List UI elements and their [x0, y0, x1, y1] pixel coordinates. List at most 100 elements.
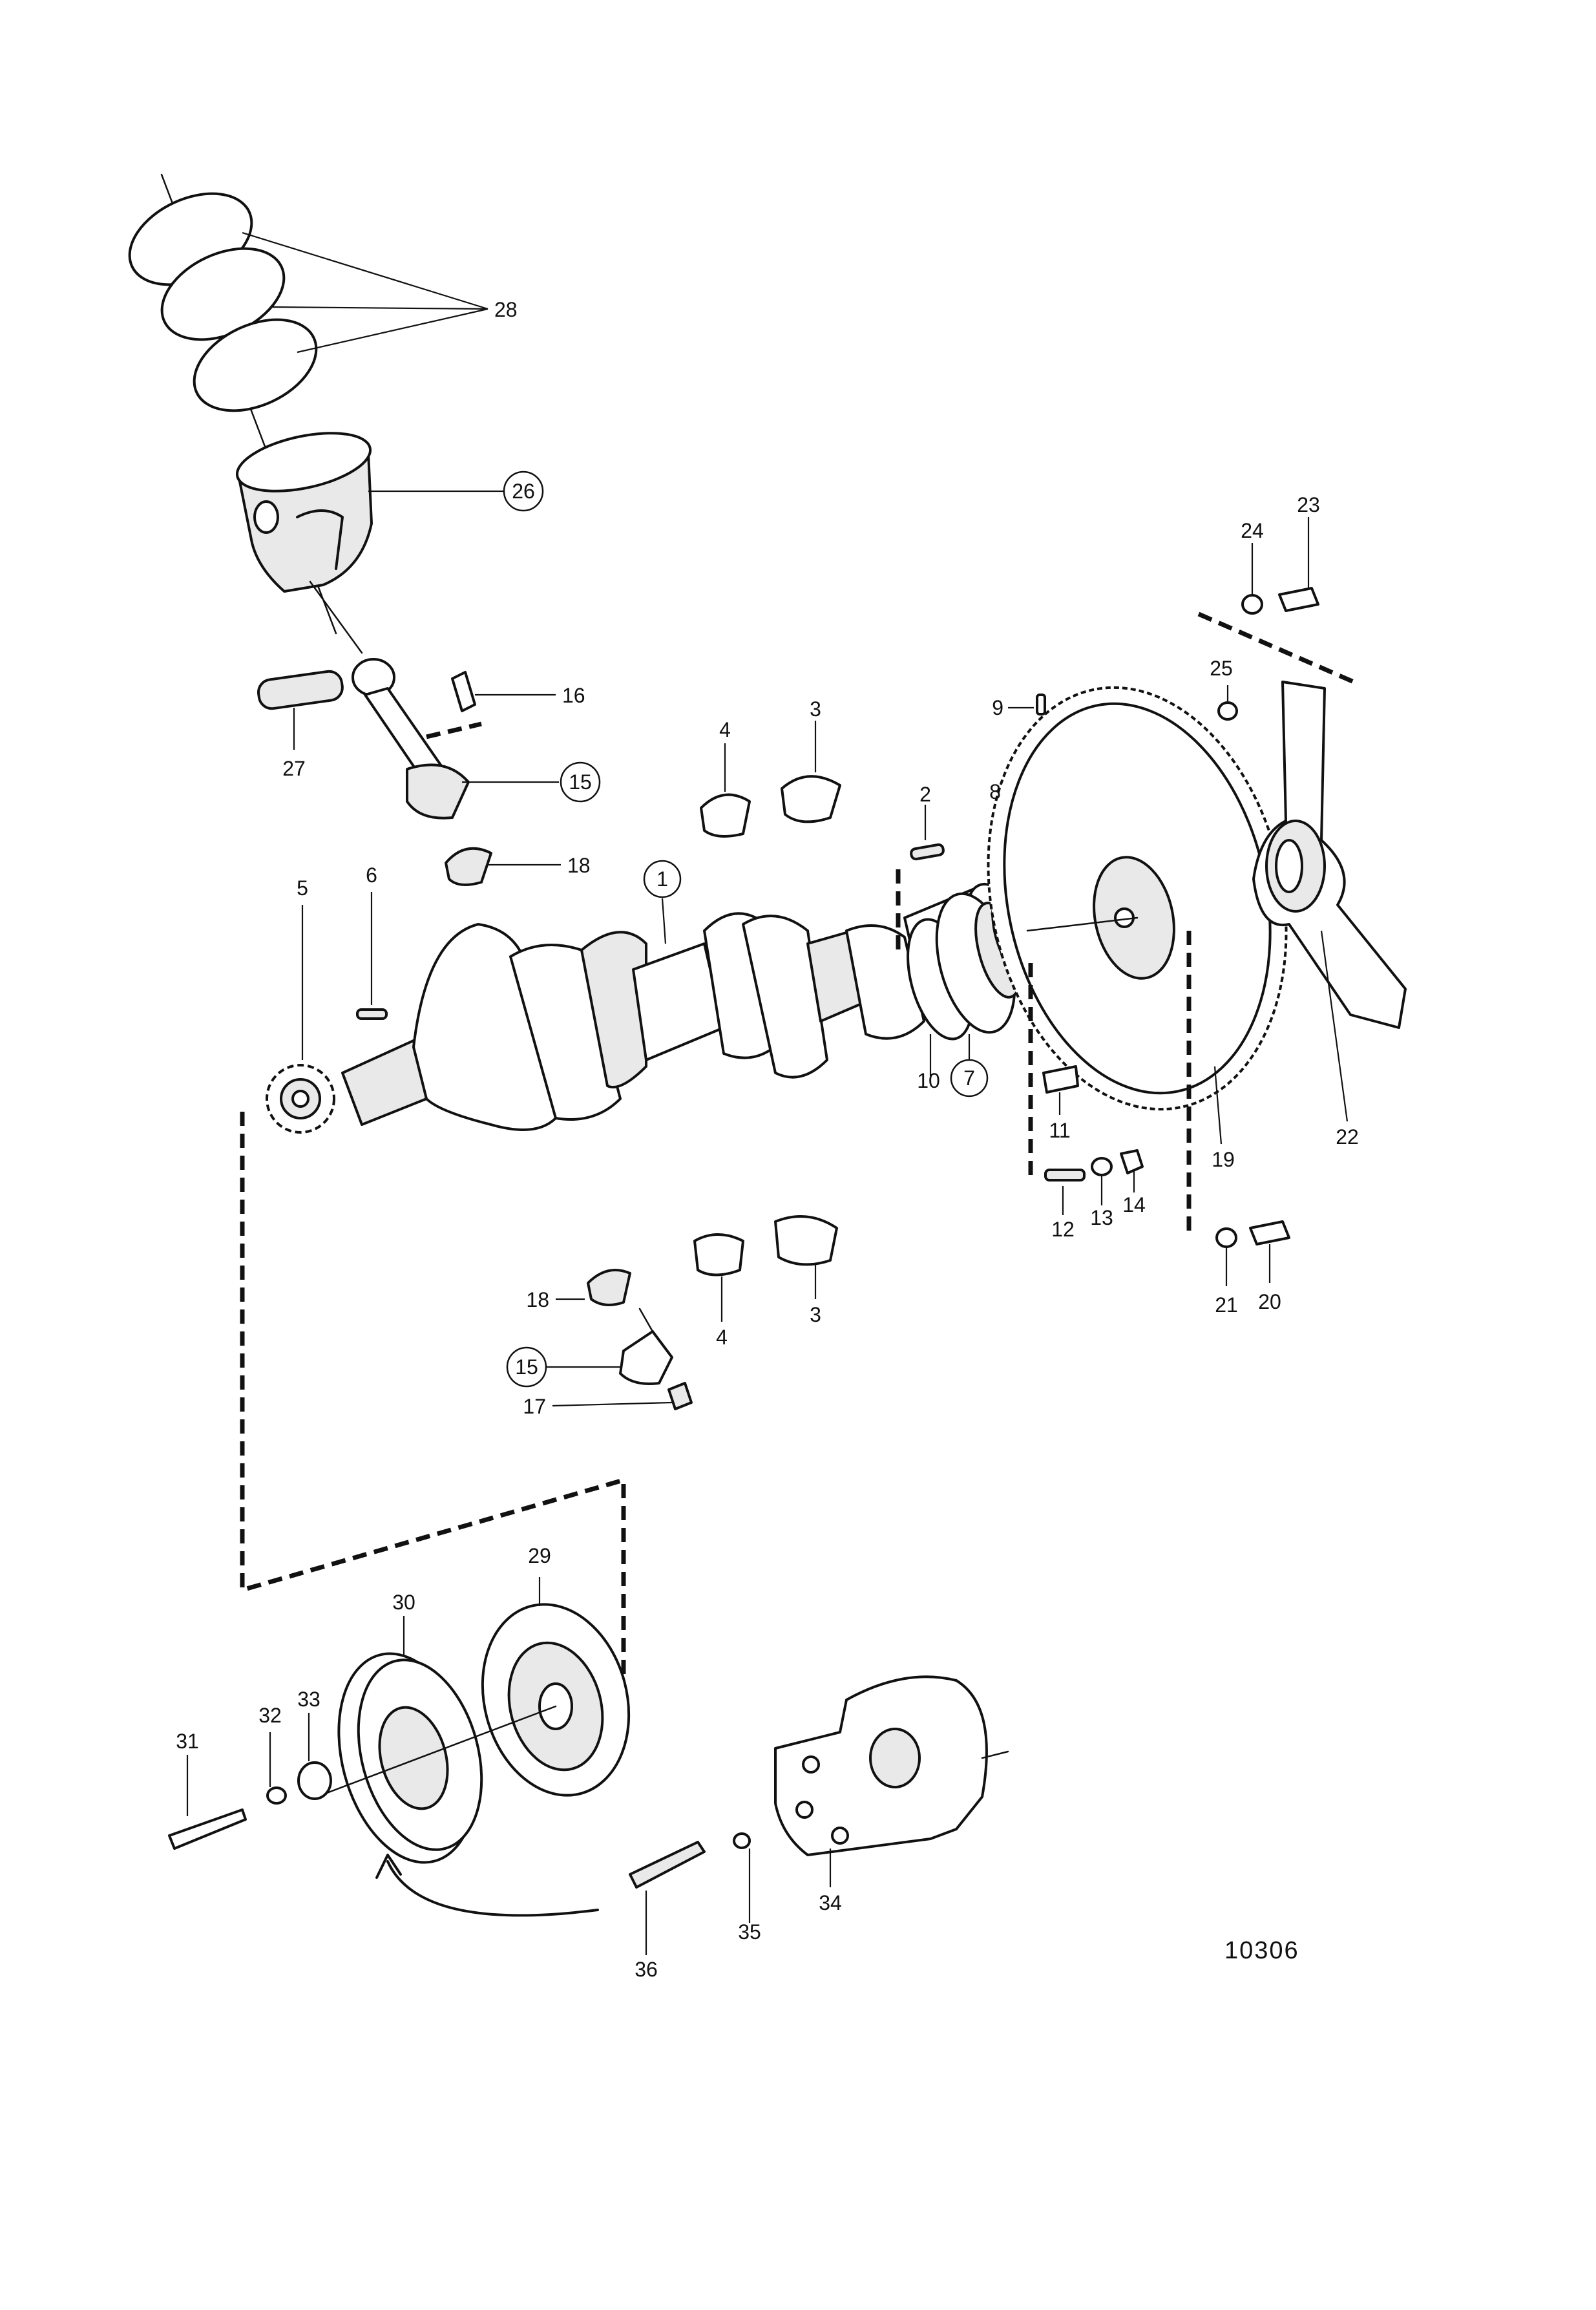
svg-text:26: 26 — [512, 480, 535, 503]
svg-text:13: 13 — [1090, 1206, 1113, 1229]
svg-text:24: 24 — [1241, 519, 1264, 542]
washer-25 — [1217, 701, 1238, 721]
callout-18-upper[interactable]: 18 — [567, 854, 591, 877]
svg-text:19: 19 — [1212, 1148, 1235, 1171]
callout-30[interactable]: 30 — [392, 1591, 415, 1614]
callout-36[interactable]: 36 — [635, 1958, 658, 1981]
callout-2[interactable]: 2 — [919, 783, 931, 806]
callout-7[interactable]: 7 — [950, 1059, 989, 1097]
callout-16[interactable]: 16 — [562, 684, 585, 707]
svg-text:27: 27 — [282, 757, 306, 780]
washer-35 — [733, 1832, 751, 1849]
callout-3-upper[interactable]: 3 — [810, 697, 821, 721]
bearing-shell-3-lower — [774, 1215, 838, 1266]
callout-6[interactable]: 6 — [366, 864, 377, 887]
callout-33[interactable]: 33 — [297, 1688, 320, 1711]
washer-13 — [1091, 1157, 1113, 1176]
svg-text:29: 29 — [528, 1544, 551, 1567]
svg-text:16: 16 — [562, 684, 585, 707]
callout-15-lower[interactable]: 15 — [506, 1346, 547, 1388]
drawing-number: 10306 — [1224, 1937, 1299, 1964]
callout-26[interactable]: 26 — [503, 471, 544, 512]
callout-22[interactable]: 22 — [1336, 1125, 1359, 1149]
washer-21 — [1215, 1227, 1237, 1248]
callout-23[interactable]: 23 — [1297, 493, 1320, 516]
svg-text:2: 2 — [919, 783, 931, 806]
rod-cap — [619, 1330, 673, 1385]
svg-text:15: 15 — [515, 1355, 538, 1379]
svg-text:33: 33 — [297, 1688, 320, 1711]
callout-4-lower[interactable]: 4 — [716, 1326, 728, 1349]
callout-12[interactable]: 12 — [1051, 1218, 1075, 1241]
callout-21[interactable]: 21 — [1215, 1293, 1238, 1317]
piston-ring-bottom — [193, 318, 318, 412]
callout-32[interactable]: 32 — [258, 1704, 282, 1727]
callout-29[interactable]: 29 — [528, 1544, 551, 1567]
crank-timing-gear — [266, 892, 388, 1134]
svg-text:32: 32 — [258, 1704, 282, 1727]
callout-3-lower[interactable]: 3 — [810, 1303, 821, 1326]
svg-text:4: 4 — [719, 718, 731, 741]
nut-14 — [1120, 1149, 1144, 1174]
crankshaft — [341, 882, 1024, 1131]
callout-14[interactable]: 14 — [1122, 1193, 1146, 1216]
water-pump — [629, 1675, 1009, 1955]
assembly-link-lines — [240, 1112, 626, 1680]
callout-9[interactable]: 9 — [992, 696, 1003, 719]
pulley-damper-assembly — [168, 1577, 631, 1917]
svg-text:35: 35 — [738, 1920, 761, 1944]
svg-text:7: 7 — [963, 1066, 975, 1090]
svg-text:6: 6 — [366, 864, 377, 887]
callout-25[interactable]: 25 — [1210, 657, 1233, 680]
callout-20[interactable]: 20 — [1258, 1290, 1281, 1313]
svg-text:4: 4 — [716, 1326, 728, 1349]
callout-27[interactable]: 27 — [282, 757, 306, 780]
callout-19[interactable]: 19 — [1212, 1148, 1235, 1171]
main-bearing-shells-upper — [700, 721, 841, 838]
svg-text:25: 25 — [1210, 657, 1233, 680]
svg-text:14: 14 — [1122, 1193, 1146, 1216]
callout-34[interactable]: 34 — [819, 1891, 842, 1914]
lower-bearing-group — [546, 1215, 838, 1410]
svg-text:5: 5 — [297, 876, 308, 900]
svg-text:17: 17 — [523, 1395, 546, 1418]
dowel-pin — [910, 843, 945, 861]
svg-text:1: 1 — [656, 867, 668, 891]
callout-4-upper[interactable]: 4 — [719, 718, 731, 741]
callout-5[interactable]: 5 — [297, 876, 308, 900]
svg-text:10: 10 — [917, 1069, 940, 1092]
piston — [235, 432, 504, 593]
callout-35[interactable]: 35 — [738, 1920, 761, 1944]
rotation-arrow — [386, 1860, 599, 1917]
bolt-23 — [1278, 587, 1319, 612]
piston-rings — [128, 173, 488, 635]
callout-28[interactable]: 28 — [494, 298, 518, 321]
svg-text:15: 15 — [569, 770, 592, 794]
svg-text:21: 21 — [1215, 1293, 1238, 1317]
callout-31[interactable]: 31 — [176, 1730, 199, 1753]
callout-1[interactable]: 1 — [643, 860, 682, 898]
svg-text:22: 22 — [1336, 1125, 1359, 1149]
callout-11[interactable]: 11 — [1049, 1119, 1070, 1142]
callout-15-upper[interactable]: 15 — [560, 761, 601, 803]
callout-24[interactable]: 24 — [1241, 519, 1264, 542]
stud-12 — [1044, 1169, 1086, 1181]
bolt-20 — [1249, 1220, 1290, 1245]
callout-10[interactable]: 10 — [917, 1069, 940, 1092]
bearing-shell-18-upper — [445, 847, 492, 886]
svg-text:20: 20 — [1258, 1290, 1281, 1313]
flywheel — [987, 686, 1288, 1238]
callout-8[interactable]: 8 — [989, 780, 1001, 803]
callout-18-lower[interactable]: 18 — [526, 1288, 549, 1311]
bearing-shell-3-upper — [781, 775, 841, 823]
callout-17[interactable]: 17 — [523, 1395, 546, 1418]
svg-text:18: 18 — [526, 1288, 549, 1311]
pulley-bolt — [168, 1808, 247, 1850]
callout-13[interactable]: 13 — [1090, 1206, 1113, 1229]
svg-text:12: 12 — [1051, 1218, 1075, 1241]
connecting-rod-upper — [257, 580, 561, 886]
svg-text:8: 8 — [989, 780, 1001, 803]
drive-plate — [1197, 517, 1407, 1286]
washer-24 — [1241, 594, 1263, 615]
